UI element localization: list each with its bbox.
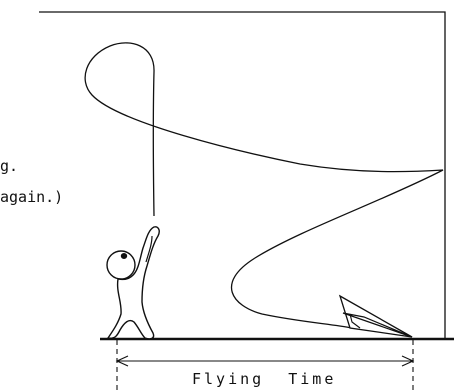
flying-time-label: Flying Time [192,370,336,388]
wall-outline [39,12,445,340]
annotation-line-1: g. [0,157,18,175]
paper-airplane [340,296,412,337]
flying-time-arrow [117,356,413,366]
thrower-figure [107,227,159,339]
annotation-line-2: again.) [0,188,63,206]
eye [121,253,127,259]
